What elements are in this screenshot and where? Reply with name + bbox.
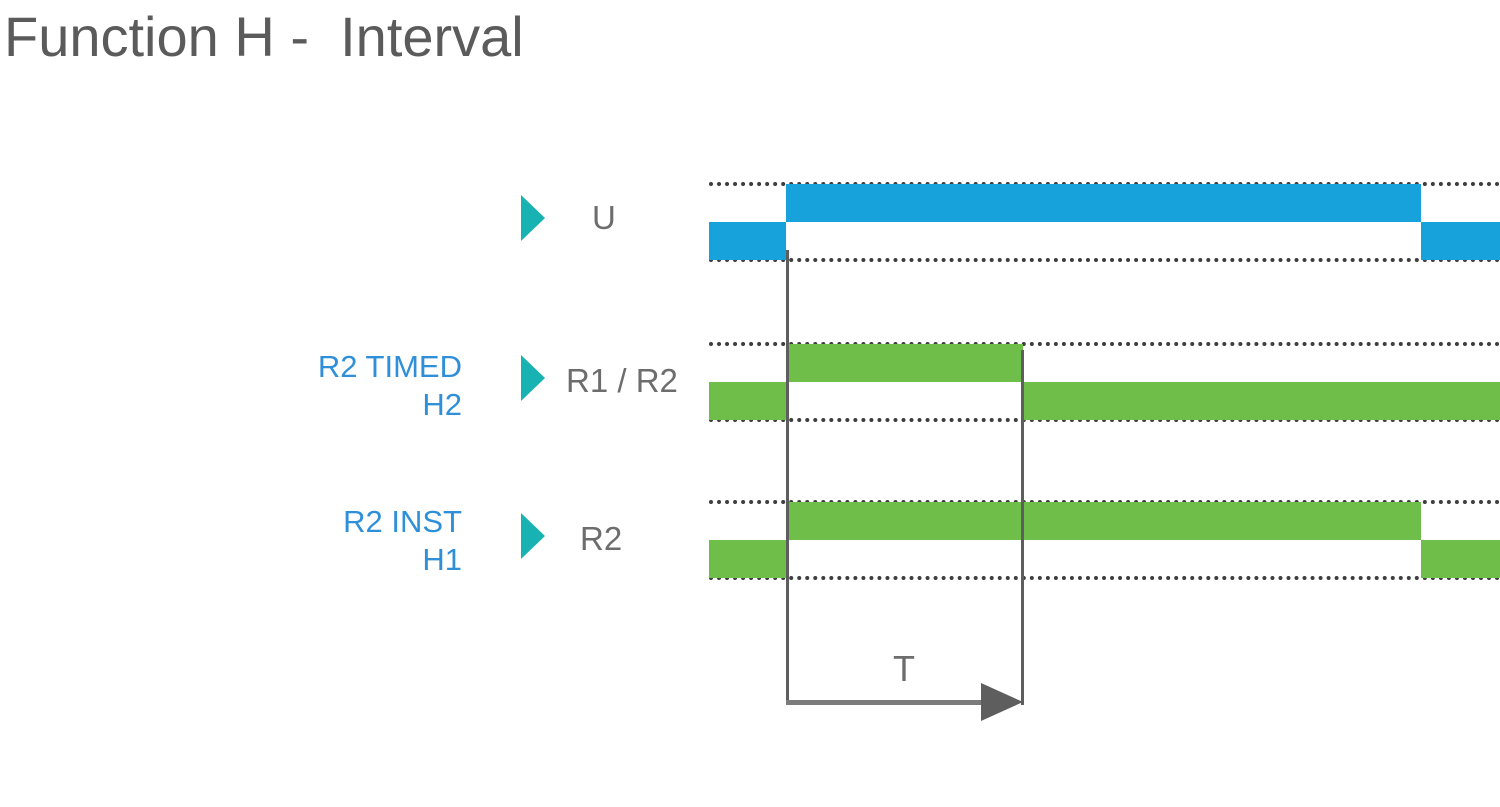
- guide-line-top-r1r2: [709, 342, 1500, 346]
- pulse-u-low-start: [709, 222, 786, 260]
- interval-arrowhead-icon: [981, 683, 1023, 721]
- signal-name-r2: R2: [580, 520, 623, 557]
- interval-end-edge: [1021, 350, 1024, 705]
- pulse-r1r2-high: [786, 344, 1023, 382]
- guide-line-bottom-r1r2: [709, 418, 1500, 422]
- play-triangle-icon-u: [521, 195, 545, 241]
- pulse-u-high: [786, 184, 1421, 222]
- row-caption-h1: R2 INST H1: [343, 504, 462, 577]
- page-title: Function H - Interval: [4, 5, 524, 68]
- signal-row-r1r2: [709, 342, 1500, 422]
- pulse-r2-high: [786, 502, 1421, 540]
- pulse-r2-low-end: [1421, 540, 1500, 578]
- pulse-r1r2-low-start: [709, 382, 786, 420]
- interval-start-edge: [786, 250, 789, 705]
- signal-row-u: [709, 182, 1500, 262]
- signal-row-r2: [709, 500, 1500, 580]
- guide-line-bottom-r2: [709, 576, 1500, 580]
- pulse-u-low-end: [1421, 222, 1500, 260]
- interval-label: T: [893, 648, 915, 689]
- play-triangle-icon-r1r2: [521, 355, 545, 401]
- interval-baseline: [786, 700, 1001, 705]
- pulse-r2-low-start: [709, 540, 786, 578]
- waveform-area: [709, 170, 1500, 730]
- pulse-r1r2-low-end: [1023, 382, 1500, 420]
- row-caption-h2: R2 TIMED H2: [317, 349, 462, 422]
- guide-line-bottom-u: [709, 258, 1500, 262]
- signal-name-u: U: [592, 199, 616, 236]
- signal-name-r1r2: R1 / R2: [566, 362, 678, 399]
- play-triangle-icon-r2: [521, 513, 545, 559]
